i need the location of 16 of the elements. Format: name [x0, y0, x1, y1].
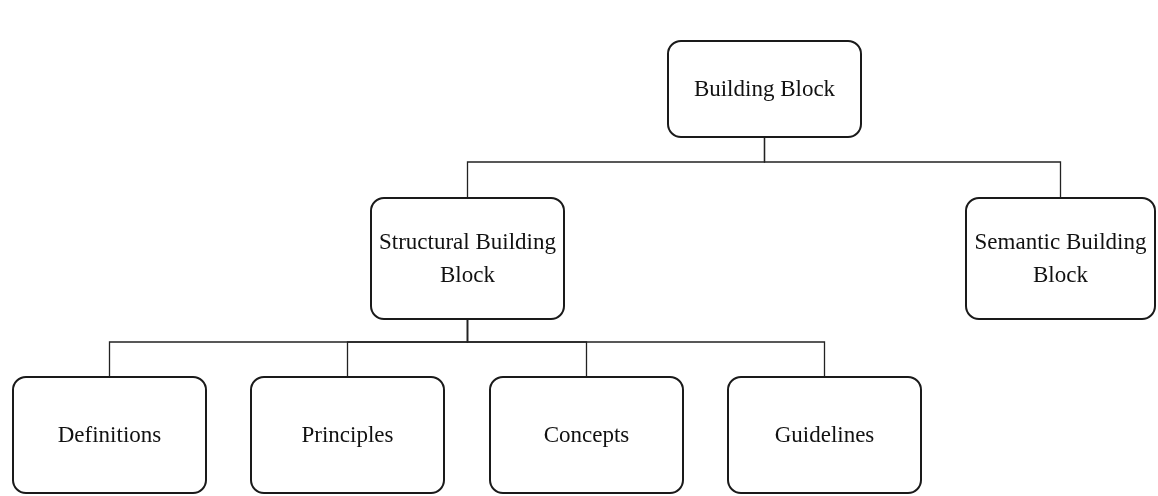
connector-line: [466, 319, 826, 377]
process-box: [12, 376, 207, 494]
process-box: [727, 376, 922, 494]
box-label: Principles: [300, 420, 395, 449]
box-label: Definitions: [56, 420, 163, 449]
process-box: [250, 376, 445, 494]
box-label: Structural Building Block: [378, 228, 557, 289]
box-label: Semantic Building Block: [973, 228, 1148, 289]
box-label: Building Block: [692, 74, 837, 103]
process-box: [489, 376, 684, 494]
process-box: [965, 197, 1156, 320]
connector-line: [763, 137, 1062, 198]
process-box: [370, 197, 565, 320]
box-label: Concepts: [542, 420, 631, 449]
box-label: Guidelines: [773, 420, 876, 449]
process-box: [667, 40, 862, 138]
